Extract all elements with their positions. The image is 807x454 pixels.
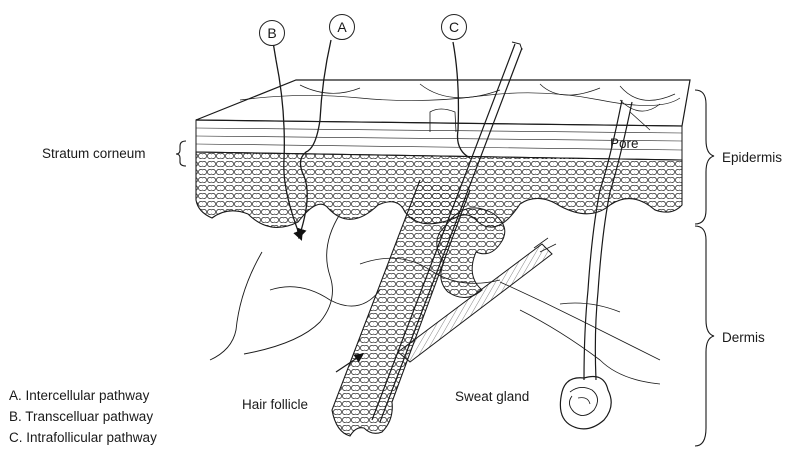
hair-follicle-label: Hair follicle [242,397,308,413]
legend-item-intercellular: A. Intercellular pathway [9,385,157,406]
pathway-b-callout: B [259,20,285,46]
legend-item-transcellular: B. Transcelluar pathway [9,406,157,427]
stratum-corneum-bracket [176,141,186,166]
pathway-c-line [453,42,470,158]
sweat-gland-label: Sweat gland [455,389,529,405]
epidermis-bracket [695,90,714,224]
sweat-gland-coil [560,377,611,429]
dermis-bracket [695,226,714,446]
pathway-legend: A. Intercellular pathway B. Transcelluar… [9,385,157,448]
stratum-corneum-label: Stratum corneum [42,146,146,162]
pathway-c-callout: C [441,14,467,40]
dermis-label: Dermis [722,330,765,346]
epidermis-label: Epidermis [722,150,782,166]
pore-label: Pore [610,136,639,152]
pathway-a-callout: A [329,14,355,40]
legend-item-intrafollicular: C. Intrafollicular pathway [9,427,157,448]
